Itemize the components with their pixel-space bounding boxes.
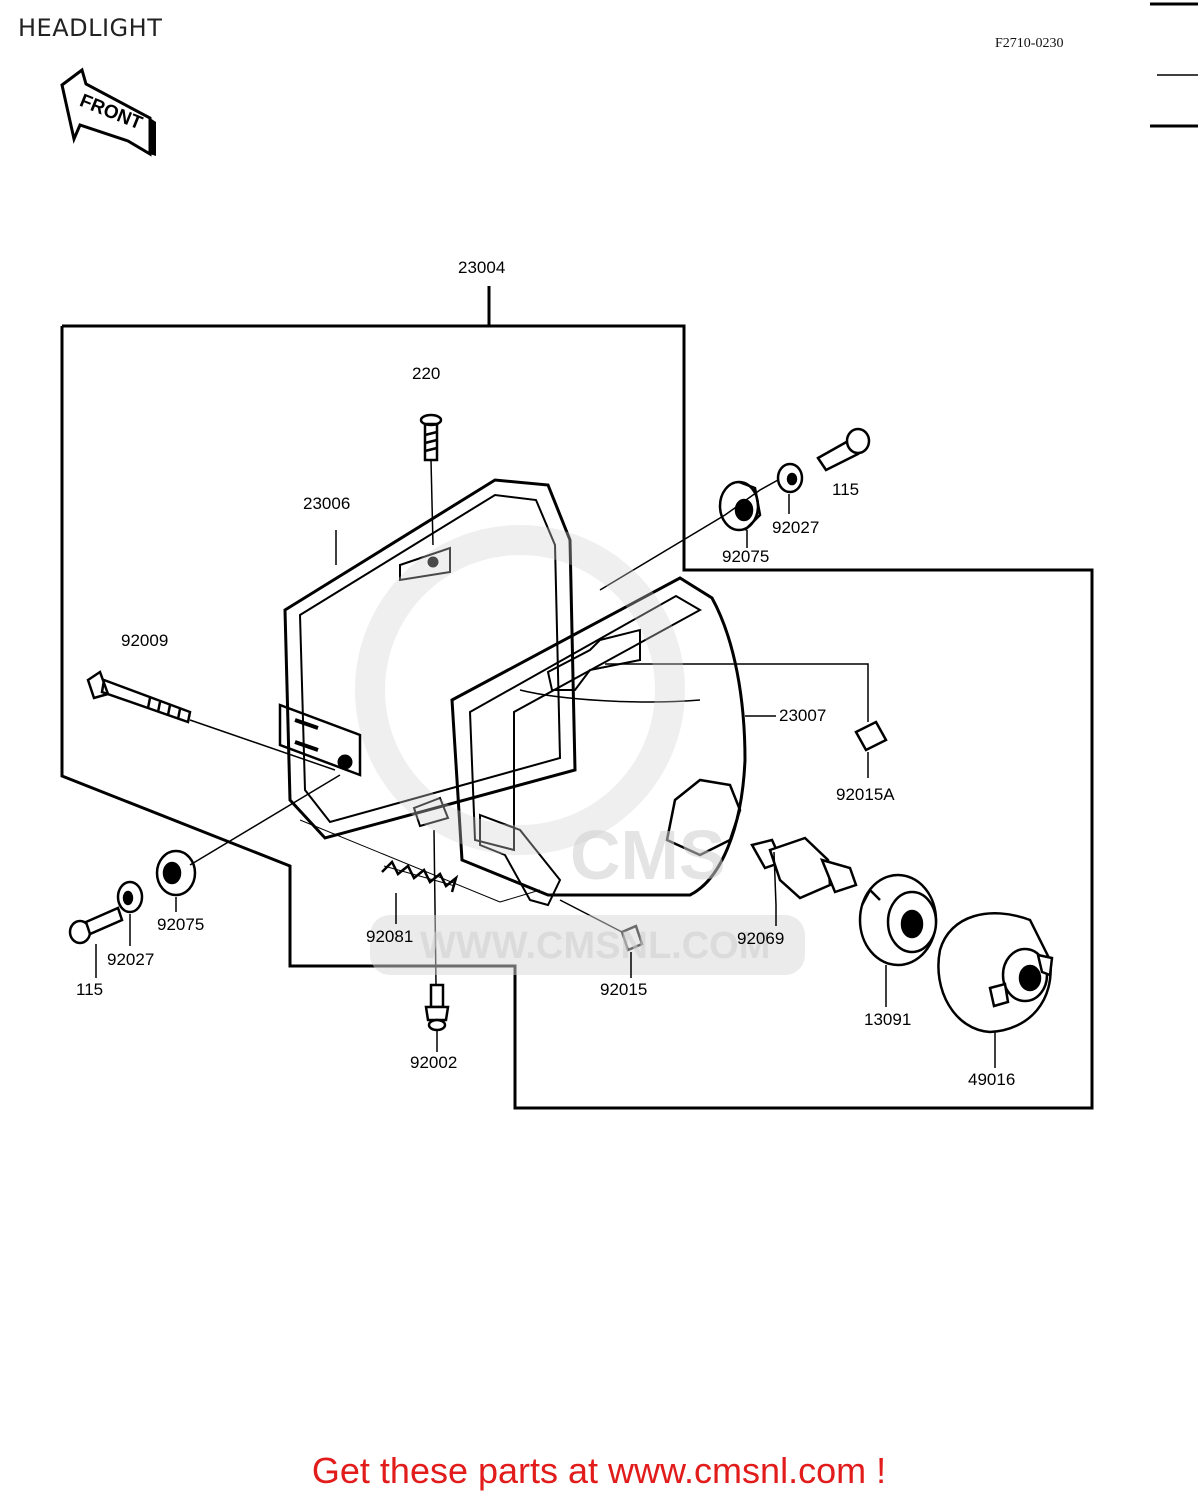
label-leader-lines — [95, 494, 996, 1068]
part-label-92015: 92015 — [600, 980, 648, 999]
watermark-ring — [355, 525, 685, 855]
part-label-92015A: 92015A — [836, 785, 895, 804]
part-label-115-right: 115 — [832, 480, 860, 499]
part-label-92027-left: 92027 — [107, 950, 155, 969]
part-label-92002: 92002 — [410, 1053, 458, 1072]
part-label-92027-right: 92027 — [772, 518, 820, 537]
diagram-title: HEADLIGHT — [18, 14, 163, 42]
part-label-13091: 13091 — [864, 1010, 912, 1029]
bolt-115-left — [68, 906, 124, 945]
watermark-banner — [370, 915, 805, 975]
long-screw-92009 — [86, 670, 336, 771]
leader-line-left — [189, 774, 341, 866]
assembly-frame — [60, 286, 1094, 1110]
diagram-code: F2710-0230 — [995, 36, 1064, 51]
part-label-92009: 92009 — [121, 631, 169, 650]
part-label-92069: 92069 — [737, 929, 785, 948]
headlight-unit-23007 — [412, 576, 747, 907]
part-label-23007: 23007 — [779, 706, 827, 725]
bulb-92069 — [750, 836, 858, 906]
front-arrow-icon: FRONT — [60, 67, 156, 157]
bolt-115-right — [816, 427, 871, 472]
screw-220 — [419, 413, 443, 546]
part-label-115-left: 115 — [76, 980, 104, 999]
part-label-49016: 49016 — [968, 1070, 1016, 1089]
grommet-92075-right — [718, 480, 762, 532]
washer-92027-right — [776, 462, 804, 494]
watermark-logo: CMS — [570, 816, 726, 894]
grommet-92075-left — [155, 849, 197, 897]
part-label-220: 220 — [412, 364, 441, 383]
nut-92015A — [605, 663, 888, 752]
part-label-92081: 92081 — [366, 927, 414, 946]
part-label-23004: 23004 — [458, 258, 506, 277]
spring-92081 — [299, 819, 541, 903]
part-label-23006: 23006 — [303, 494, 351, 513]
footer-link-text[interactable]: Get these parts at www.cmsnl.com ! — [311, 1450, 887, 1491]
socket-cover-49016 — [937, 912, 1054, 1034]
edge-marks — [1150, 2, 1198, 128]
part-label-92075-left: 92075 — [157, 915, 205, 934]
part-label-92075-right: 92075 — [722, 547, 770, 566]
leader-line-top — [599, 479, 779, 591]
retainer-13091 — [858, 873, 938, 967]
watermark-url: WWW.CMSNL.COM — [420, 925, 771, 967]
washer-92027-left — [116, 880, 144, 914]
